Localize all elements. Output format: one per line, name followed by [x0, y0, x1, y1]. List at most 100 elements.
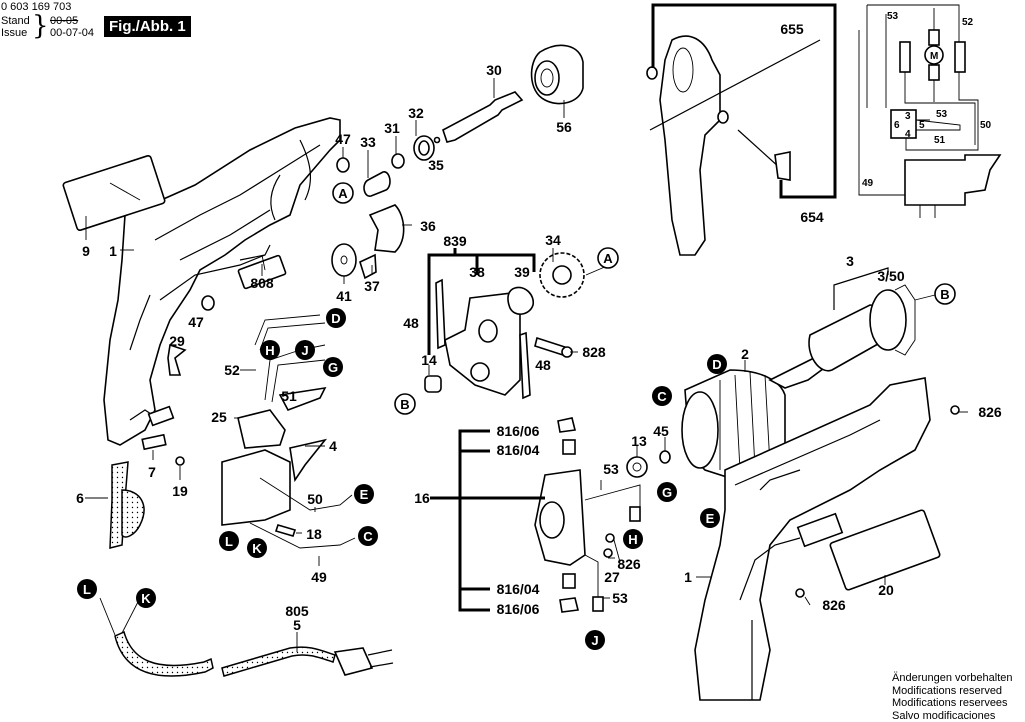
brush-holder-assembly: [534, 417, 671, 613]
switch-terminal-5: 5: [919, 120, 925, 131]
svg-text:C: C: [657, 389, 667, 404]
part-label-51: 51: [281, 388, 297, 404]
part-label-839: 839: [443, 233, 467, 249]
wire-53-top: 53: [887, 11, 899, 22]
part-label-30: 30: [486, 62, 502, 78]
part-label-20: 20: [878, 582, 894, 598]
part-label-36: 36: [420, 218, 436, 234]
part-label-654: 654: [800, 209, 824, 225]
armature: [768, 284, 916, 389]
part-label-5: 5: [293, 617, 301, 633]
wire-51: 51: [934, 135, 946, 146]
callout-g-1: G: [323, 357, 343, 377]
callout-h-1: H: [260, 340, 280, 360]
housing-right-half: [694, 377, 931, 701]
part-label-9: 9: [82, 243, 90, 259]
leader-lines: [85, 78, 968, 652]
callout-e-2: E: [700, 508, 720, 528]
svg-text:D: D: [712, 357, 721, 372]
part-label-56: 56: [556, 119, 572, 135]
part-label-53-upper: 53: [603, 461, 619, 477]
part-label-7: 7: [148, 464, 156, 480]
part-label-52: 52: [224, 362, 240, 378]
power-cord: [99, 597, 394, 677]
part-labels: 9 1 47 33 31 32 35 30 56 36 41 37 808 47…: [76, 21, 1002, 633]
notice-en: Modifications reserved: [892, 684, 1003, 697]
callout-g-2: G: [657, 482, 677, 502]
part-label-35: 35: [428, 157, 444, 173]
part-label-25: 25: [211, 409, 227, 425]
switch-terminal-4: 4: [905, 129, 911, 140]
callout-b-1: B: [394, 393, 416, 415]
part-label-33: 33: [360, 134, 376, 150]
svg-text:K: K: [141, 591, 151, 606]
callout-c-2: C: [652, 386, 672, 406]
svg-text:E: E: [360, 487, 369, 502]
part-label-39: 39: [514, 264, 530, 280]
document-number: 0 603 169 703: [1, 1, 72, 13]
callout-c-1: C: [358, 526, 378, 546]
callout-j-2: J: [585, 630, 605, 650]
callout-d-1: D: [326, 308, 346, 328]
part-label-32: 32: [408, 105, 424, 121]
callout-b-2: B: [934, 283, 956, 305]
svg-text:H: H: [628, 532, 637, 547]
brace-glyph: }: [32, 11, 49, 41]
part-label-655: 655: [780, 21, 804, 37]
switch-terminal-3: 3: [905, 111, 911, 122]
part-label-3: 3: [846, 253, 854, 269]
svg-text:B: B: [940, 287, 949, 302]
ring-47-lower: [201, 295, 215, 311]
part-label-1: 1: [109, 243, 117, 259]
part-label-27: 27: [604, 569, 620, 585]
part-label-3-50: 3/50: [877, 268, 904, 284]
svg-text:K: K: [252, 541, 262, 556]
part-label-2: 2: [741, 346, 749, 362]
wire-50: 50: [980, 120, 992, 131]
part-label-37: 37: [364, 278, 380, 294]
part-label-1-right: 1: [684, 569, 692, 585]
part-label-50: 50: [307, 491, 323, 507]
part-label-49: 49: [311, 569, 327, 585]
label-plate-9: [62, 154, 166, 232]
callout-j-1: J: [295, 340, 315, 360]
part-label-816-04-bottom: 816/04: [497, 581, 540, 597]
switch-terminal-6: 6: [894, 120, 900, 131]
stand-old-date: 00-05: [50, 15, 79, 27]
clutch-parts: [331, 204, 405, 280]
part-label-29: 29: [169, 333, 185, 349]
callout-e-1: E: [354, 484, 374, 504]
figure-label: Fig./Abb. 1: [104, 16, 191, 37]
cord-guard-parts: [109, 433, 185, 549]
part-label-805: 805: [285, 603, 309, 619]
part-label-4: 4: [329, 438, 337, 454]
part-label-826-brush: 826: [617, 556, 641, 572]
part-label-19: 19: [172, 483, 188, 499]
part-label-816-04-top: 816/04: [497, 442, 540, 458]
part-label-13: 13: [631, 433, 647, 449]
part-label-34: 34: [545, 232, 561, 248]
svg-text:C: C: [363, 529, 373, 544]
screw-826-top: [950, 405, 960, 415]
schematic-motor-label: M: [930, 51, 938, 62]
label-plate-20: [829, 509, 941, 591]
svg-text:D: D: [331, 311, 340, 326]
part-label-47-upper: 47: [335, 131, 351, 147]
part-label-48-right: 48: [535, 357, 551, 373]
svg-text:J: J: [301, 343, 308, 358]
wire-52: 52: [962, 17, 974, 28]
svg-text:A: A: [338, 186, 348, 201]
callout-a-1: A: [332, 182, 354, 204]
bracket-3: [833, 267, 889, 310]
part-label-41: 41: [336, 288, 352, 304]
callout-k-2: K: [136, 588, 156, 608]
part-label-826-handle: 826: [822, 597, 846, 613]
svg-text:J: J: [591, 633, 598, 648]
field-coil: [681, 369, 786, 479]
wire-49: 49: [862, 178, 874, 189]
part-29-shape: [167, 343, 187, 376]
part-label-14: 14: [421, 352, 437, 368]
screw-826-handle: [795, 588, 805, 598]
bracket-16: [430, 429, 545, 612]
